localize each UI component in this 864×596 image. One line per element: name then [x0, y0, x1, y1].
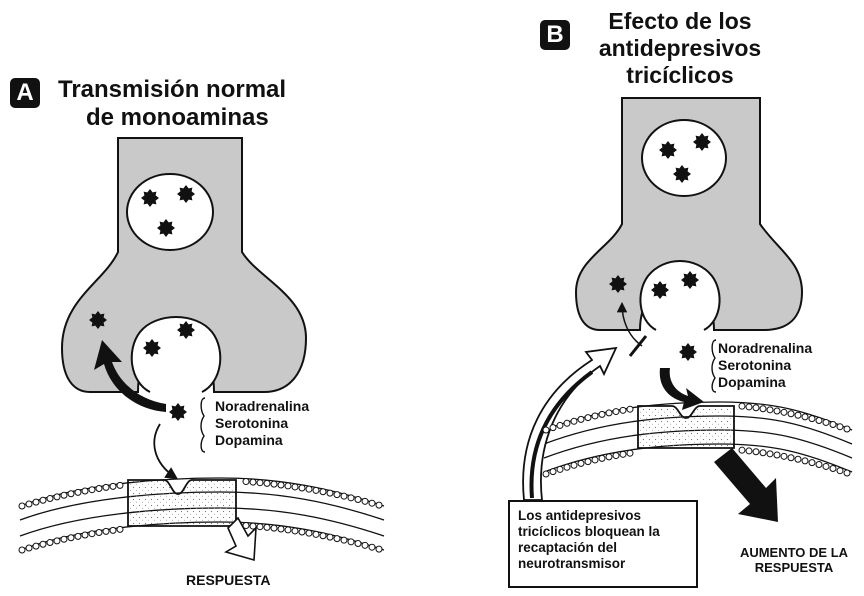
monoamine-molecule: [177, 321, 195, 339]
note-line: recaptación del: [518, 540, 688, 556]
panel-a-synapse-diagram: [0, 0, 432, 596]
monoamine-molecule: [679, 343, 697, 361]
monoamine-molecule: [143, 339, 161, 357]
monoamine-molecule: [169, 403, 187, 421]
monoamine-molecule: [651, 281, 669, 299]
panel-a-neurotransmitter-list: Noradrenalina Serotonina Dopamina: [215, 398, 309, 449]
response-label-line-1: AUMENTO DE LA: [724, 545, 864, 560]
panel-a: A Transmisión normal de monoaminas: [0, 0, 432, 596]
bracket: [201, 398, 205, 452]
response-label-line-2: RESPUESTA: [724, 560, 864, 575]
monoamine-molecule: [141, 189, 159, 207]
panel-b: B Efecto de los antidepresivos tricíclic…: [432, 0, 864, 596]
monoamine-molecule: [177, 185, 195, 203]
neurotransmitter-dopamine: Dopamina: [718, 374, 812, 391]
vesicle: [127, 174, 213, 250]
release-arrow: [154, 424, 176, 478]
fusing-vesicle: [132, 317, 221, 392]
monoamine-molecule: [157, 219, 175, 237]
monoamine-molecule: [681, 271, 699, 289]
neurotransmitter-noradrenaline: Noradrenalina: [718, 340, 812, 357]
note-line: neurotransmisor: [518, 556, 688, 572]
block-bar: [630, 336, 646, 356]
fusing-vesicle: [640, 261, 719, 330]
monoamine-molecule: [89, 311, 107, 329]
monoamine-molecule: [609, 275, 627, 293]
panel-b-response-label: AUMENTO DE LA RESPUESTA: [724, 545, 864, 575]
receptor: [638, 406, 734, 448]
neurotransmitter-serotonin: Serotonina: [215, 415, 309, 432]
increased-response-arrow: [714, 448, 778, 522]
monoamine-molecule: [659, 141, 677, 159]
panel-b-note-box: Los antidepresivos tricíclicos bloquean …: [508, 500, 698, 588]
neurotransmitter-noradrenaline: Noradrenalina: [215, 398, 309, 415]
neurotransmitter-dopamine: Dopamina: [215, 432, 309, 449]
note-line: Los antidepresivos: [518, 508, 688, 524]
note-line: tricíclicos bloquean la: [518, 524, 688, 540]
neurotransmitter-serotonin: Serotonina: [718, 357, 812, 374]
monoamine-molecule: [673, 165, 691, 183]
panel-a-response-label: RESPUESTA: [186, 572, 271, 588]
bracket: [712, 340, 716, 392]
receptor: [128, 480, 236, 526]
panel-b-neurotransmitter-list: Noradrenalina Serotonina Dopamina: [718, 340, 812, 391]
vesicle: [642, 120, 726, 196]
monoamine-molecule: [693, 133, 711, 151]
